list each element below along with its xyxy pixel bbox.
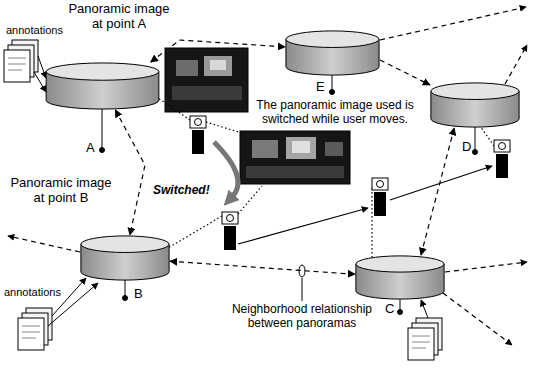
outgoing-link xyxy=(8,7,527,345)
switch-arrow xyxy=(214,142,238,197)
switch-label: Switched! xyxy=(153,184,210,198)
user-camera xyxy=(372,178,388,216)
neighbor-link xyxy=(380,60,430,85)
note-text: The panoramic image used is switched whi… xyxy=(250,99,420,127)
annotation-label: annotations xyxy=(4,286,61,299)
edge-label: Neighborhood relationship between panora… xyxy=(222,303,382,331)
panorama-cylinder: E xyxy=(285,30,380,76)
point-stem xyxy=(100,74,478,315)
annotation-stack xyxy=(4,40,442,360)
neighbor-link xyxy=(170,261,355,274)
panorama-cylinder: C xyxy=(355,255,445,300)
cylinder-shape xyxy=(430,82,520,128)
user-path xyxy=(238,166,492,244)
cylinder-shape xyxy=(285,30,380,76)
cylinder-shape xyxy=(80,235,170,281)
user-camera xyxy=(494,140,510,178)
panorama-heading: Panoramic image at point B xyxy=(8,176,114,206)
point-letter: B xyxy=(134,287,143,302)
point-letter: E xyxy=(316,80,325,95)
point-letter: A xyxy=(86,141,95,156)
panorama-cylinder: Panoramic image at point AA xyxy=(45,62,160,110)
neighbor-link xyxy=(115,110,145,235)
user-camera xyxy=(190,116,206,154)
cylinder-shape xyxy=(45,62,160,110)
panorama-cylinder: D xyxy=(430,82,520,128)
neighbor-link xyxy=(421,128,454,255)
annotation-label: annotations xyxy=(6,24,63,37)
cylinder-shape xyxy=(355,255,445,300)
point-letter: C xyxy=(385,302,394,317)
panorama-heading: Panoramic image at point A xyxy=(66,2,172,32)
point-letter: D xyxy=(462,140,471,155)
leader-line xyxy=(299,265,305,301)
user-camera xyxy=(222,212,238,250)
panorama-cylinder: Panoramic image at point BB xyxy=(80,235,170,281)
